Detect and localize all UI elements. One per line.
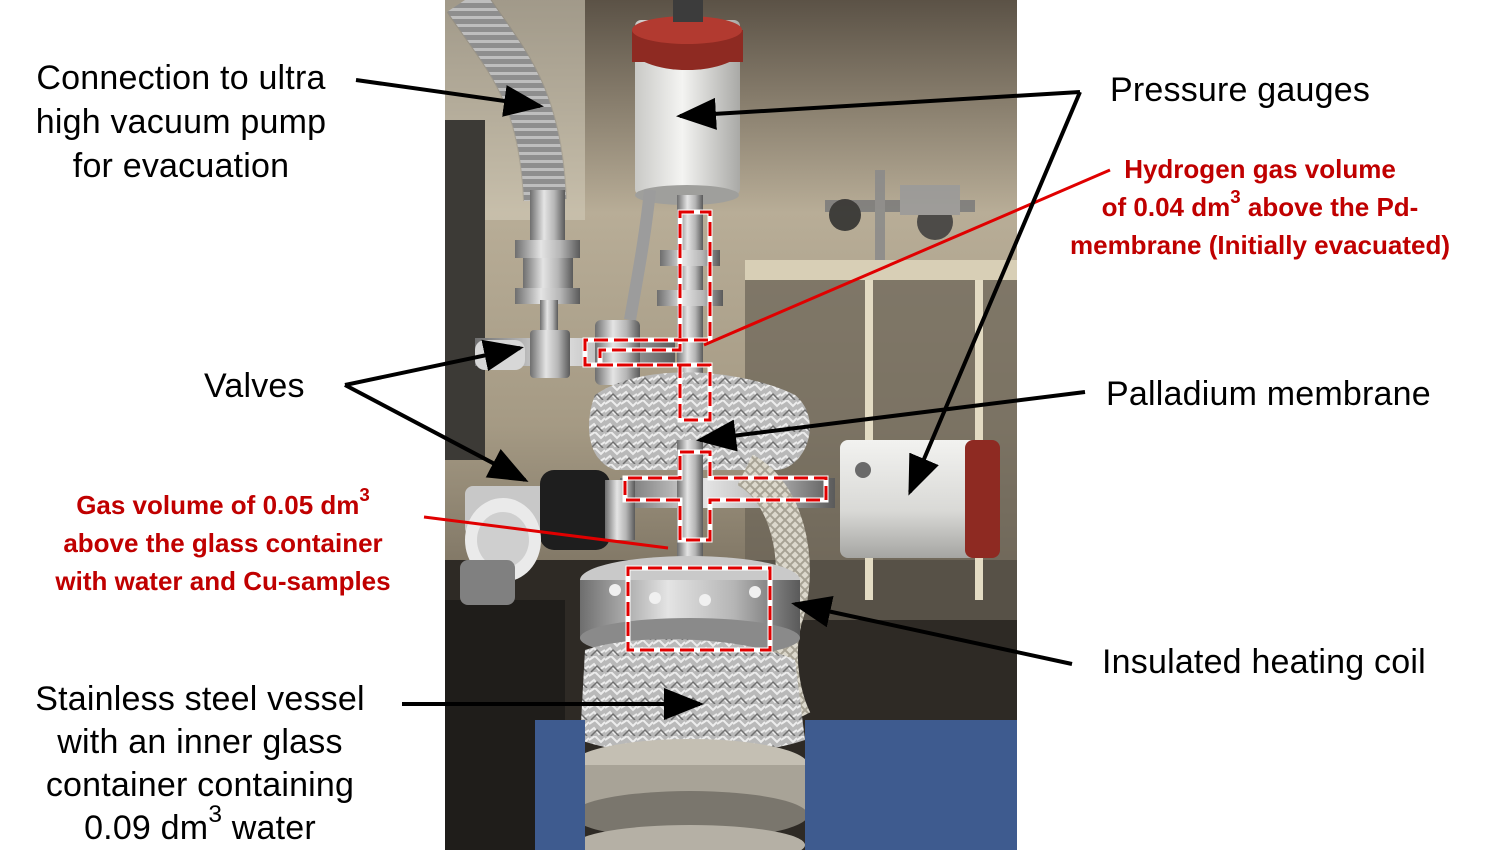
palladium-membrane-arrow — [696, 390, 1086, 452]
vessel-volume-outline — [625, 565, 773, 653]
valve-arrow-bottom — [344, 383, 529, 482]
apparatus-photo — [445, 0, 1017, 850]
connection-label: Connection to ultra high vacuum pump for… — [35, 59, 327, 185]
hydrogen-leader-line — [703, 168, 1111, 347]
pressure-gauge-arrow-top — [676, 90, 1081, 130]
vessel-label: Stainless steel vessel with an inner gla… — [35, 680, 365, 847]
insulated-heating-coil-label: Insulated heating coil — [1102, 643, 1426, 681]
hydrogen-volume-outline — [582, 209, 713, 423]
connection-arrow — [355, 78, 544, 117]
pressure-gauges-label: Pressure gauges — [1110, 71, 1371, 109]
valve-arrow-top — [344, 339, 524, 387]
gas-volume-label: Gas volume of 0.05 dm3 above the glass c… — [55, 483, 391, 596]
lower-volume-outline — [622, 449, 829, 543]
pressure-gauge-arrow-right — [908, 91, 1082, 496]
hydrogen-volume-label: Hydrogen gas volume of 0.04 dm3 above th… — [1069, 154, 1451, 260]
valves-label: Valves — [204, 367, 305, 405]
palladium-membrane-label: Palladium membrane — [1106, 375, 1431, 413]
gas-volume-leader-line — [423, 515, 669, 550]
heating-coil-arrow — [791, 595, 1073, 666]
